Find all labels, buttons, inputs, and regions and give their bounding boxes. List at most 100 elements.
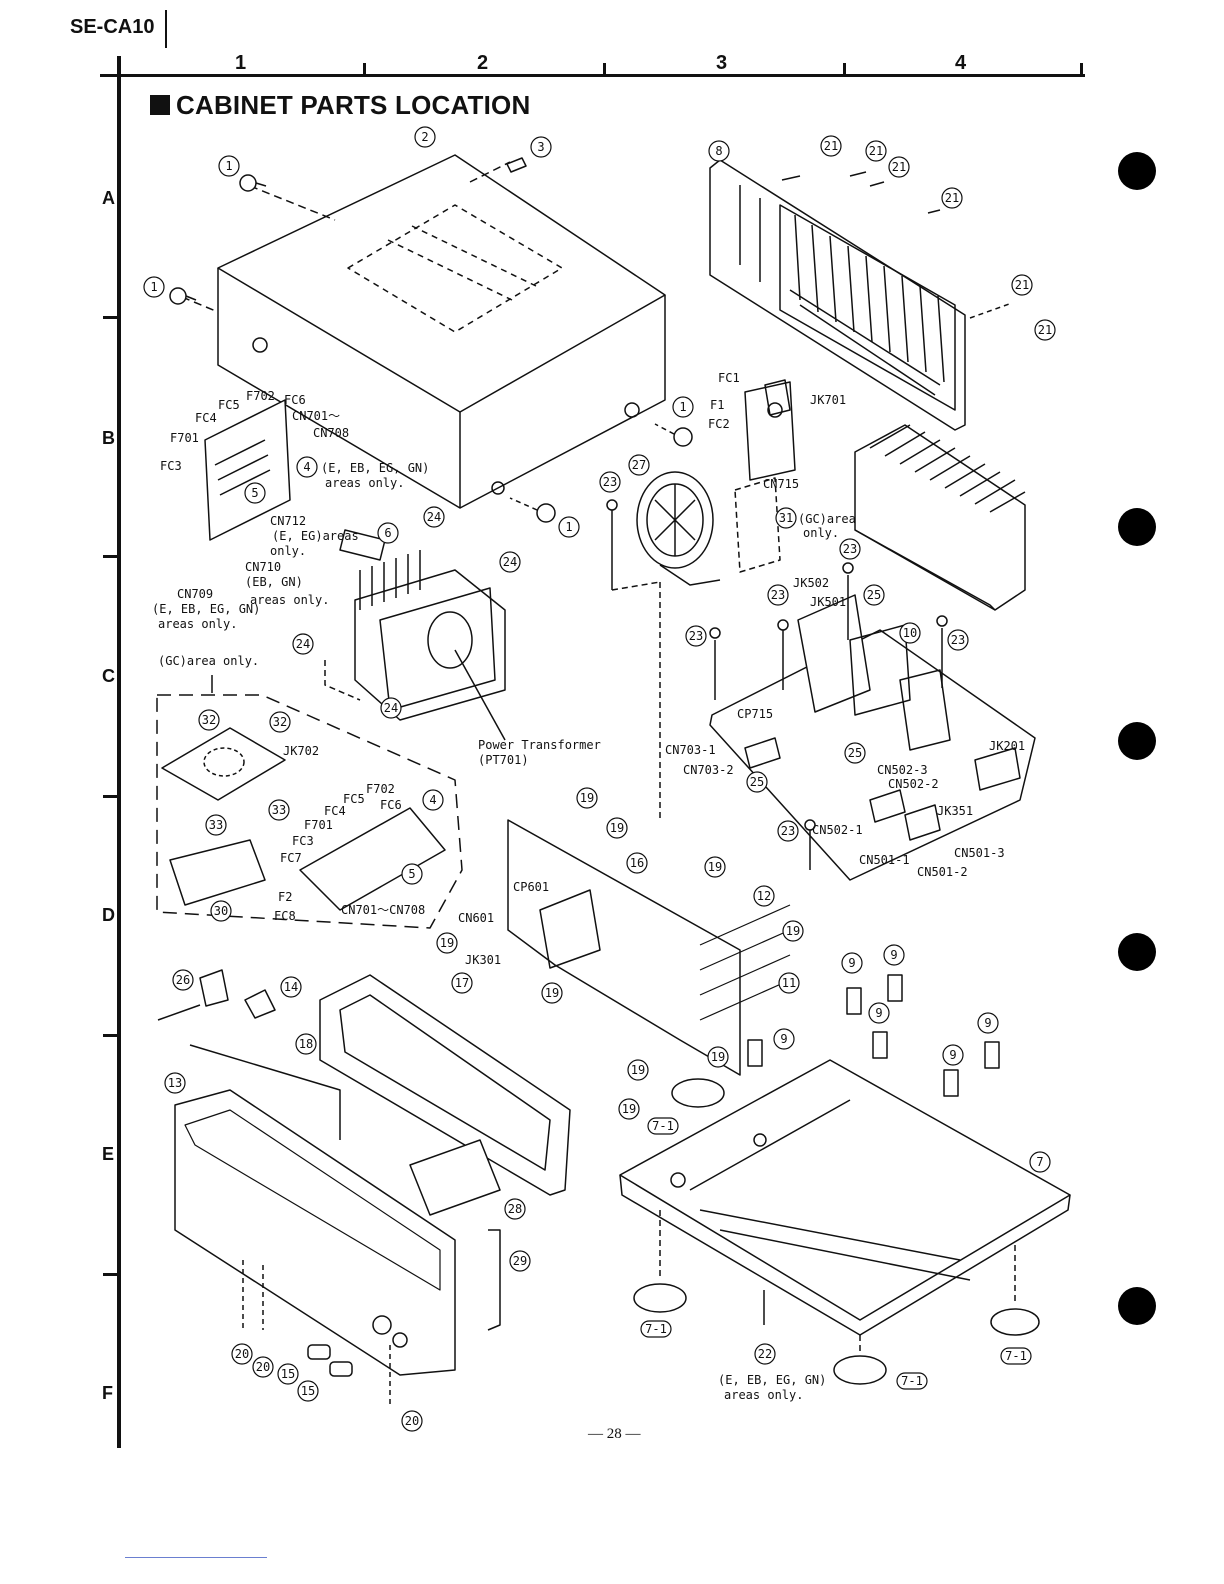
label-gc-only: only. [803,526,839,540]
callout-21: 21 [892,160,906,174]
callout-7-1: 7-1 [652,1119,674,1133]
label-fc3: FC3 [160,459,182,473]
binding-hole-dot-icon [1118,508,1156,546]
callout-24: 24 [427,510,441,524]
label-gc-area-only: (GC)area only. [158,654,259,668]
label-jk701: JK701 [810,393,846,407]
callout-23: 23 [951,633,965,647]
posts [747,974,1000,1097]
label-jk201: JK201 [989,739,1025,753]
label-fc4-low: FC4 [324,804,346,818]
label-cn709: CN709 [177,587,213,601]
callout-27: 27 [632,458,646,472]
grid-row-label: B [102,428,115,448]
callout-9: 9 [875,1006,882,1020]
callout-30: 30 [214,904,228,918]
callout-11: 11 [782,976,796,990]
grid-row-label: E [102,1144,115,1164]
callout-20: 20 [235,1347,249,1361]
callout-19: 19 [610,821,624,835]
grid-column-label: 3 [716,52,728,74]
label-cn502-3: CN502-3 [877,763,928,777]
label-fc6: FC6 [284,393,306,407]
label-jk501: JK501 [810,595,846,609]
center-bracket [507,819,791,1076]
grid-row-tick [103,795,121,798]
feet [633,1078,1040,1385]
callout-7-1: 7-1 [1005,1349,1027,1363]
display-panel [319,974,571,1196]
callout-28: 28 [508,1202,522,1216]
callout-13: 13 [168,1076,182,1090]
callout-1: 1 [225,159,232,173]
callout-23: 23 [843,542,857,556]
part-labels: FC5 F702 FC6 FC4 CN701～ CN708 F701 FC3 (… [152,371,1025,1402]
label-cn710-areas: (EB, GN) [245,575,303,589]
callout-21: 21 [1038,323,1052,337]
callout-21: 21 [945,191,959,205]
callout-5: 5 [251,486,258,500]
callout-7: 7 [1036,1155,1043,1169]
callout-9: 9 [780,1032,787,1046]
label-areas-4: (E, EB, EG, GN) [321,461,429,475]
bracket-30 [169,839,266,906]
main-board [709,594,1036,881]
label-fc4: FC4 [195,411,217,425]
callout-19: 19 [708,860,722,874]
label-cn715: CN715 [763,477,799,491]
label-pt701: (PT701) [478,753,529,767]
label-cn712: CN712 [270,514,306,528]
callout-7-1: 7-1 [901,1374,923,1388]
gc-area-outline [156,694,463,929]
grid-column-label: 4 [955,52,967,74]
left-upper-pcb [204,399,386,561]
model-divider [165,10,167,48]
callout-33: 33 [272,803,286,817]
section-title: CABINET PARTS LOCATION [150,90,530,121]
label-fc8: FC8 [274,909,296,923]
callout-29: 29 [513,1254,527,1268]
callout-9: 9 [890,948,897,962]
label-cn501-1: CN501-1 [859,853,910,867]
callout-19: 19 [545,986,559,1000]
heat-sink [854,424,1026,611]
callout-25: 25 [848,746,862,760]
callout-26: 26 [176,973,190,987]
callout-3: 3 [537,140,544,154]
label-f701: F701 [170,431,199,445]
callout-17: 17 [455,976,469,990]
callout-20: 20 [256,1360,270,1374]
model-number: SE-CA10 [70,16,155,38]
callout-9: 9 [984,1016,991,1030]
label-fc5: FC5 [218,398,240,412]
callout-14: 14 [284,980,298,994]
callout-21: 21 [1015,278,1029,292]
grid-row-tick [103,316,121,319]
grid-column-tick [363,63,366,77]
label-cn709-areas: (E, EB, EG, GN) [152,602,260,616]
callout-24: 24 [503,555,517,569]
label-jk702: JK702 [283,744,319,758]
title-square-icon [150,95,170,115]
footer-link-line [125,1557,267,1558]
callouts: 1 2 3 1 1 1 8 21 21 21 21 21 21 4 5 6 24… [143,126,1056,1432]
grid-column-tick [603,63,606,77]
label-fc1: FC1 [718,371,740,385]
callout-1: 1 [565,520,572,534]
label-cn502-2: CN502-2 [888,777,939,791]
callout-8: 8 [715,144,722,158]
label-fc7: FC7 [280,851,302,865]
section-title-text: CABINET PARTS LOCATION [176,90,531,120]
callout-20: 20 [405,1414,419,1428]
label-f702: F702 [246,389,275,403]
label-power-transformer: Power Transformer [478,738,601,752]
binding-hole-dot-icon [1118,933,1156,971]
callout-23: 23 [603,475,617,489]
label-areas-4-only: areas only. [325,476,404,490]
label-fc2: FC2 [708,417,730,431]
callout-19: 19 [786,924,800,938]
callout-19: 19 [631,1063,645,1077]
callout-4: 4 [429,793,436,807]
callout-24: 24 [384,701,398,715]
callout-1: 1 [150,280,157,294]
